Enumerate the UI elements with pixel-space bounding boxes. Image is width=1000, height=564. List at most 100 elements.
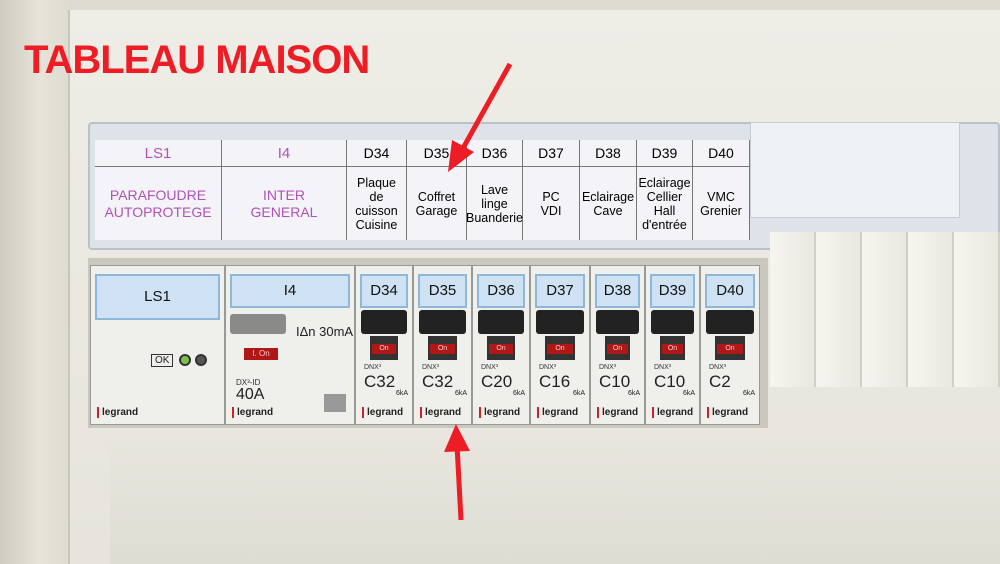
model-label: DX³-ID [236,378,261,387]
circuit-label-sheet [95,140,750,240]
breaker-tag: D35 [418,274,467,308]
blank-module-covers [770,232,1000,387]
brand-logo: legrand [597,407,638,418]
brand-logo: legrand [97,407,138,418]
brand-logo: legrand [479,407,520,418]
breaker-tag: D40 [705,274,755,308]
on-indicator: On [607,344,628,354]
toggle-lever[interactable] [478,310,524,334]
toggle-lever[interactable] [706,310,754,334]
label-code: D36 [467,140,522,167]
breaker-tag: D36 [477,274,525,308]
brand-logo: legrand [232,407,273,418]
fault-led-icon [195,354,207,366]
breaker-tag: D39 [650,274,695,308]
label-desc: VMC Grenier [700,190,742,218]
arrow-down-icon [448,62,513,172]
brand-logo: legrand [537,407,578,418]
toggle-lever[interactable] [536,310,584,334]
annotation-title: TABLEAU MAISON [24,38,370,82]
label-desc: Coffret Garage [415,190,458,218]
model-label: DNX³ [422,364,440,371]
on-indicator: On [662,344,683,354]
breaking-capacity: 6kA [512,390,525,397]
label-code: I4 [222,140,346,167]
model-label: DNX³ [709,364,727,371]
toggle-lever[interactable] [361,310,407,334]
rating-label: C32 [364,372,396,391]
panel-lower-cover [110,420,1000,564]
on-indicator: On [547,344,573,354]
breaking-capacity: 6kA [742,390,755,397]
label-code: D34 [347,140,406,167]
test-button[interactable] [324,394,346,412]
toggle-lever[interactable] [230,314,286,334]
arrow-up-icon [444,424,470,521]
status-led-icon [179,354,191,366]
label-code: D39 [637,140,692,167]
on-indicator: On [717,344,743,354]
breaker-tag: D34 [360,274,408,308]
label-desc: Plaque de cuisson Cuisine [355,176,398,232]
rating-label: C32 [422,372,454,391]
breaking-capacity: 6kA [454,390,467,397]
label-desc: Eclairage Cave [581,190,635,218]
on-indicator: I. On [244,348,278,360]
on-indicator: On [430,344,455,354]
model-label: DNX³ [599,364,617,371]
label-desc: Eclairage Cellier Hall d'entrée [638,176,691,232]
on-indicator: On [489,344,513,354]
model-label: DNX³ [481,364,499,371]
label-column-d37: D37 PC VDI [523,140,580,240]
toggle-lever[interactable] [419,310,466,334]
blank-label-area [750,122,960,218]
label-desc: Lave linge Buanderie [466,183,523,225]
model-label: DNX³ [364,364,382,371]
rating-label: C20 [481,372,513,391]
breaking-capacity: 6kA [572,390,585,397]
main-switch-i4: I4 I. On IΔn 30mA DX³-ID 40A legrand [225,265,355,425]
breaking-capacity: 6kA [395,390,408,397]
label-code: LS1 [95,140,221,167]
rating-label: C10 [599,372,631,391]
model-label: DNX³ [539,364,557,371]
breaking-capacity: 6kA [627,390,640,397]
toggle-lever[interactable] [596,310,639,334]
breaker-tag: D37 [535,274,585,308]
brand-logo: legrand [362,407,403,418]
brand-logo: legrand [420,407,461,418]
model-label: DNX³ [654,364,672,371]
rating-label: C16 [539,372,571,391]
label-desc: INTER GENERAL [250,187,318,220]
breaker-tag: I4 [230,274,350,308]
breaker-tag: LS1 [95,274,220,320]
toggle-lever[interactable] [651,310,694,334]
brand-logo: legrand [707,407,748,418]
label-code: D38 [580,140,636,167]
label-desc: PC VDI [540,190,562,218]
rating-label: C10 [654,372,686,391]
label-code: D35 [407,140,466,167]
brand-logo: legrand [652,407,693,418]
sensitivity-label: IΔn 30mA [296,324,354,339]
label-desc: PARAFOUDRE AUTOPROTEGE [104,187,212,220]
label-code: D37 [523,140,579,167]
rating-label: C2 [709,372,731,391]
breaking-capacity: 6kA [682,390,695,397]
